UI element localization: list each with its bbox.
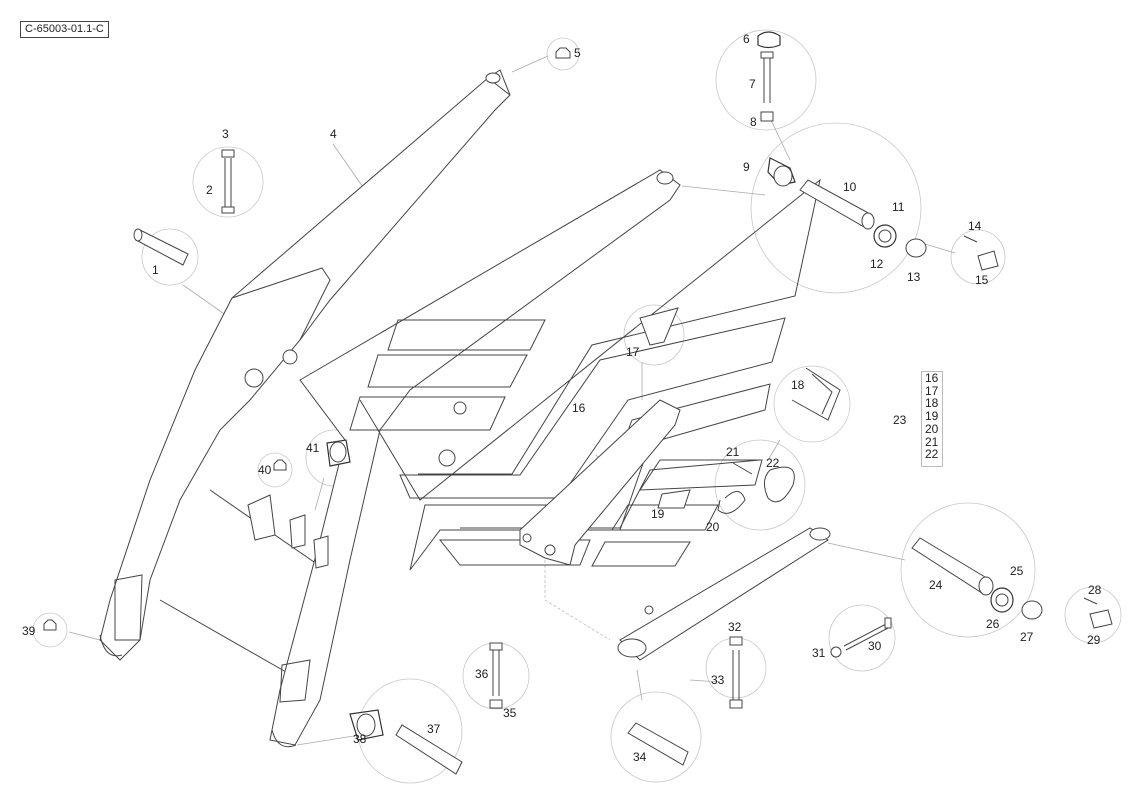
- callout-21: 21: [726, 445, 740, 459]
- callout-39: 39: [22, 624, 36, 638]
- group-item: 22: [925, 447, 939, 462]
- callout-18: 18: [791, 378, 805, 392]
- callout-6: 6: [743, 32, 750, 46]
- callout-labels: 1 2 3 4 5 6 7 8 9 10 11 12 13 14 15 16 1…: [22, 32, 1102, 764]
- callout-4: 4: [330, 127, 337, 141]
- boom-arm-left: [99, 69, 511, 681]
- group-item: 18: [925, 396, 939, 411]
- callout-25: 25: [1010, 564, 1024, 578]
- group-item: 16: [925, 371, 939, 385]
- callout-29: 29: [1087, 633, 1101, 647]
- callout-30: 30: [868, 639, 882, 653]
- group-23-list: 16 17 18 19 20 21 22: [921, 371, 943, 467]
- group-item: 19: [925, 409, 939, 424]
- callout-31: 31: [812, 646, 826, 660]
- callout-35: 35: [503, 706, 517, 720]
- callout-1: 1: [152, 263, 159, 277]
- callout-3: 3: [222, 127, 229, 141]
- document-id: C-65003-01.1-C: [20, 21, 109, 38]
- callout-22: 22: [766, 456, 780, 470]
- callout-36: 36: [475, 667, 489, 681]
- callout-15: 15: [975, 273, 989, 287]
- callout-12: 12: [870, 257, 884, 271]
- callout-41: 41: [306, 441, 320, 455]
- support-strut: [519, 399, 681, 566]
- callout-19: 19: [651, 507, 665, 521]
- callout-38: 38: [353, 732, 367, 746]
- hydraulic-cylinder: [617, 527, 831, 661]
- callout-32: 32: [728, 620, 742, 634]
- callout-7: 7: [749, 77, 756, 91]
- callout-33: 33: [711, 673, 725, 687]
- callout-20: 20: [706, 520, 720, 534]
- callout-8: 8: [750, 115, 757, 129]
- callout-14: 14: [968, 219, 982, 233]
- boom-arm-right: [247, 169, 681, 748]
- callout-40: 40: [258, 463, 272, 477]
- callout-17: 17: [626, 345, 640, 359]
- callout-5: 5: [574, 46, 581, 60]
- callout-26: 26: [986, 617, 1000, 631]
- group-item: 20: [925, 421, 939, 436]
- callout-16: 16: [572, 401, 586, 415]
- callout-24: 24: [929, 578, 943, 592]
- callout-11: 11: [892, 200, 905, 214]
- callout-27: 27: [1020, 630, 1034, 644]
- pins-and-hardware: [43, 31, 1113, 775]
- callout-34: 34: [633, 750, 647, 764]
- callout-13: 13: [907, 270, 921, 284]
- callout-9: 9: [743, 160, 750, 174]
- callout-28: 28: [1088, 583, 1102, 597]
- callout-2: 2: [206, 183, 213, 197]
- callout-10: 10: [843, 180, 857, 194]
- decal-set: [349, 178, 821, 571]
- callout-37: 37: [427, 722, 441, 736]
- group-item: 21: [925, 434, 939, 449]
- callout-23: 23: [893, 413, 907, 427]
- group-item: 17: [925, 383, 939, 398]
